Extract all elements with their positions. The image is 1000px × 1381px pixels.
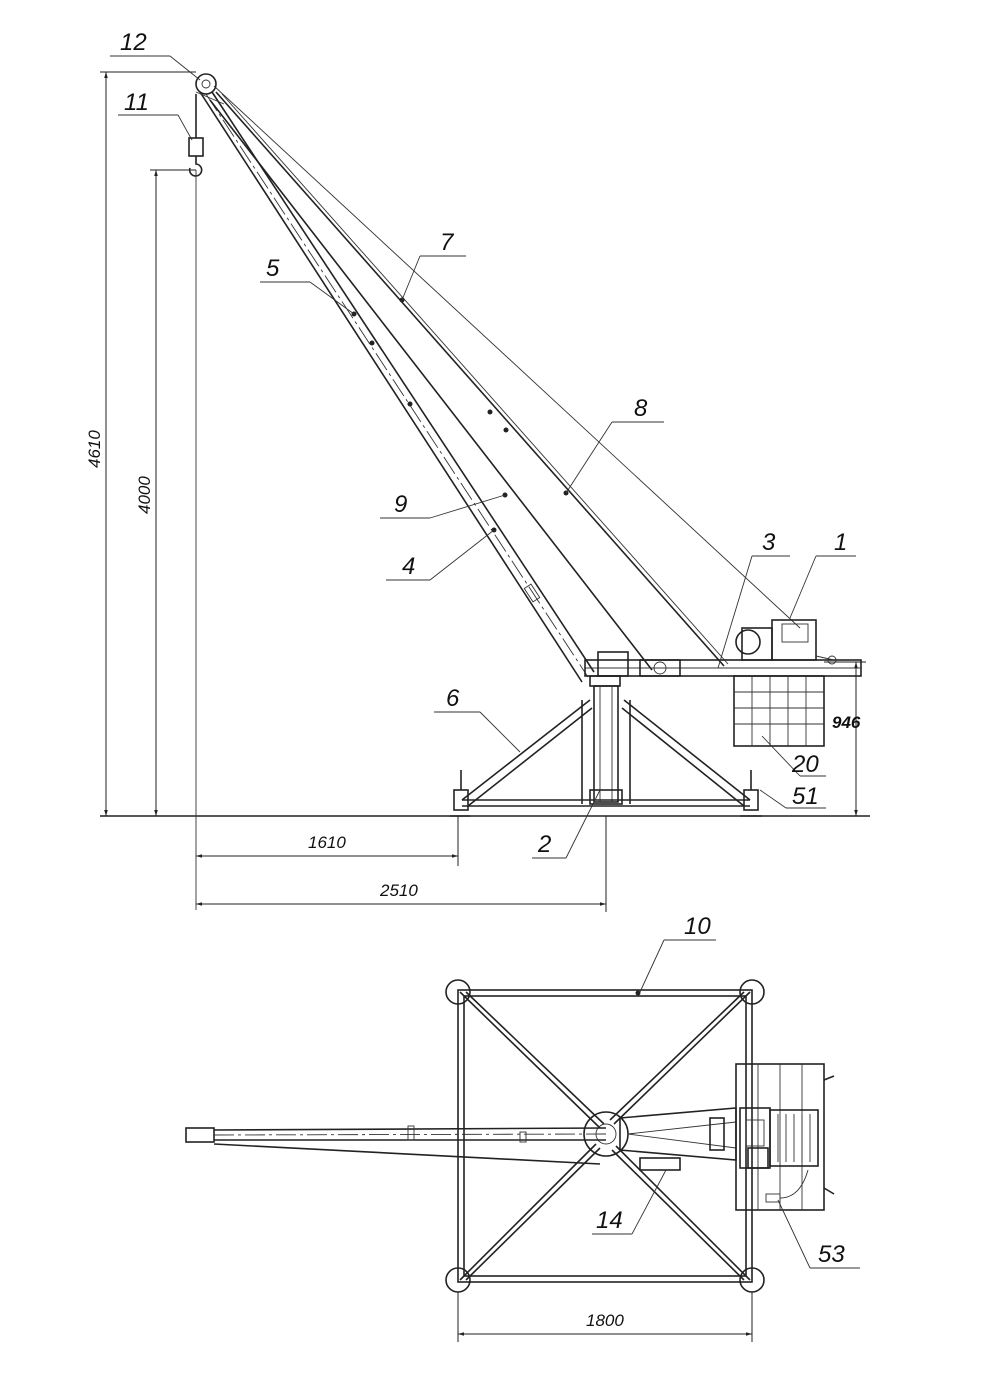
dim-2510	[196, 816, 607, 912]
winch	[735, 619, 837, 665]
label-4: 4	[402, 553, 415, 580]
top-view	[185, 939, 860, 1342]
label-10: 10	[684, 913, 711, 940]
label-14: 14	[596, 1207, 623, 1234]
dim-4000	[150, 169, 196, 816]
hoist-rope	[209, 99, 653, 671]
part-labels: 12 11 7 5 8 9 4 3 1 6 20 51 2 10 14 53	[120, 29, 847, 1268]
leaders-top	[592, 939, 860, 1269]
base-square	[445, 979, 765, 1293]
counterweight-top	[735, 1063, 835, 1211]
counterweight	[733, 675, 825, 747]
platform-beam	[584, 651, 862, 677]
label-3: 3	[762, 529, 776, 556]
dim-1800	[457, 1292, 753, 1342]
label-20: 20	[791, 751, 819, 778]
label-12: 12	[120, 29, 147, 56]
dim-text-1800: 1800	[586, 1311, 624, 1330]
label-6: 6	[446, 685, 460, 712]
dim-4610	[100, 71, 196, 816]
label-53: 53	[818, 1241, 845, 1268]
dimension-labels: 4610 4000 946 1610 2510 1800	[85, 430, 861, 1330]
label-5: 5	[266, 255, 280, 282]
stay-rod	[215, 91, 725, 667]
label-51: 51	[792, 783, 819, 810]
label-2: 2	[537, 831, 551, 858]
label-1: 1	[834, 529, 847, 556]
base-frame	[450, 699, 762, 817]
central-column	[581, 675, 631, 805]
winch-cable	[213, 85, 801, 629]
dim-1610	[196, 816, 459, 866]
hook-block	[188, 94, 204, 177]
dim-text-946: 946	[832, 713, 861, 732]
dim-text-4610: 4610	[85, 430, 104, 468]
dim-text-1610: 1610	[308, 833, 346, 852]
dim-text-4000: 4000	[135, 476, 154, 514]
label-7: 7	[440, 229, 455, 256]
label-11: 11	[124, 89, 149, 116]
boom-top	[185, 1125, 607, 1165]
dim-text-2510: 2510	[379, 881, 418, 900]
boom	[199, 91, 595, 683]
platform-top	[619, 1107, 737, 1171]
dim-946	[824, 661, 866, 816]
label-8: 8	[634, 395, 648, 422]
side-view	[100, 55, 870, 912]
leaders-side	[110, 55, 856, 859]
label-9: 9	[394, 491, 407, 518]
head-pulley	[195, 73, 217, 95]
